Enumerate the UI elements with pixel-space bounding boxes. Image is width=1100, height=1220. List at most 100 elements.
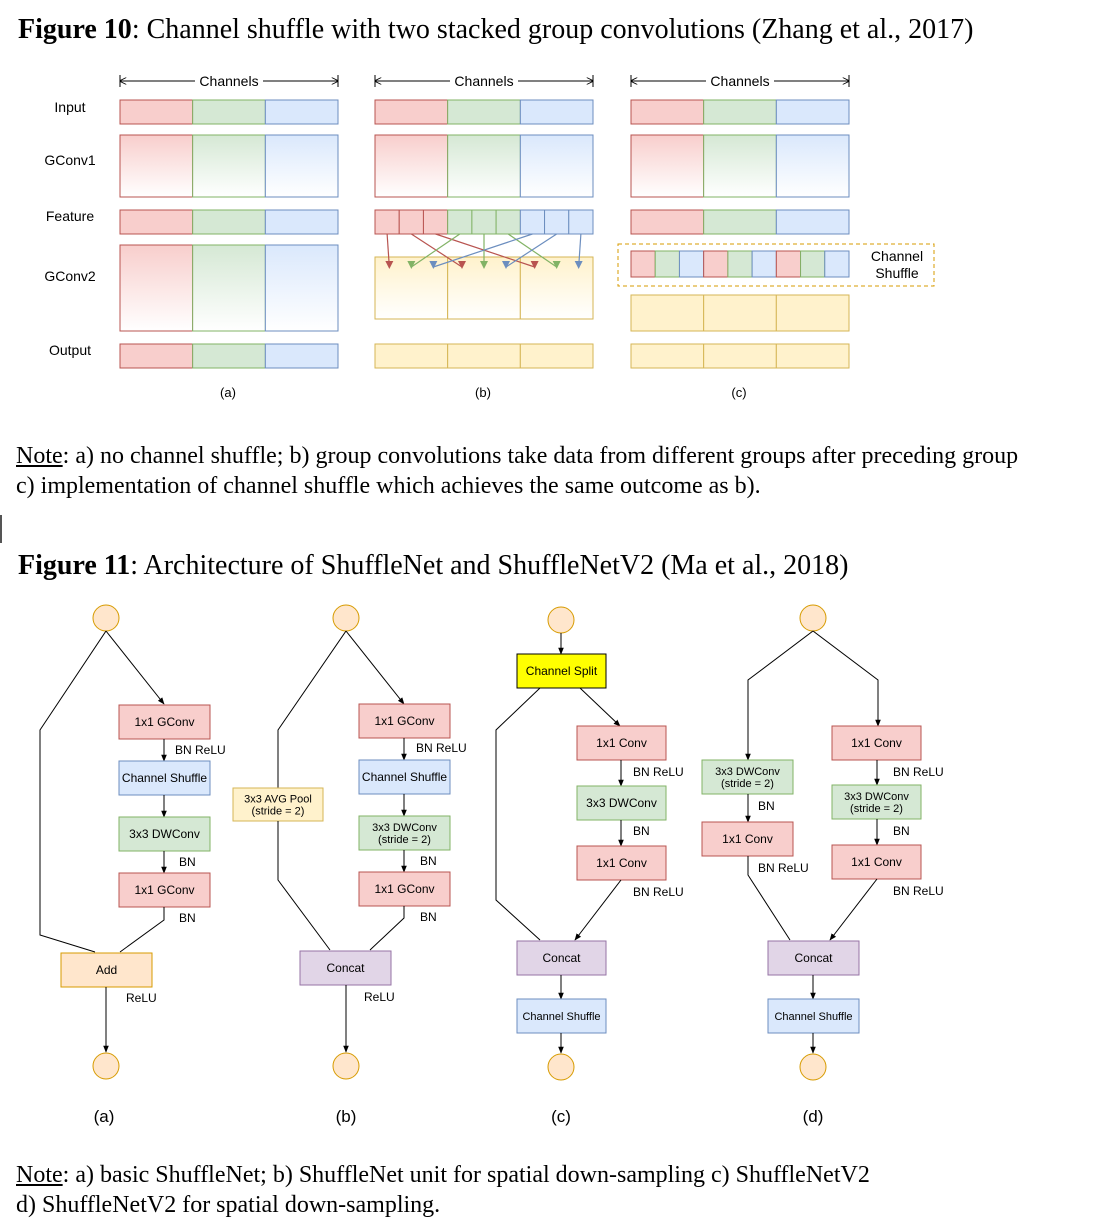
channels-label: Channels [454,73,513,89]
dwconv-box-label: (stride = 2) [378,834,431,846]
gconv2-group [119,244,194,332]
gconv2-group [264,244,339,332]
shuffled-subchannel [751,250,777,278]
feature-group [630,209,705,235]
shuffle-arrowhead [429,261,438,269]
gconv1-group [264,134,339,198]
dwconv-box [118,816,211,852]
input-group [519,99,594,125]
flow-line [277,821,331,951]
annotation: BN ReLU [633,765,684,779]
shuffled-subchannel [824,250,850,278]
concat-box-label: Concat [542,951,581,965]
annotation: BN [179,855,196,869]
output-group [775,343,850,369]
row-label: GConv1 [44,152,96,168]
gconv-box [358,703,451,739]
figure10-note: Note: a) no channel shuffle; b) group co… [16,411,1018,501]
output-node [92,1052,120,1080]
flow-arrow [345,630,405,705]
channels-label: Channels [710,73,769,89]
figure10-note-text: : a) no channel shuffle; b) group convol… [16,443,1019,499]
panel-label: (a) [94,1107,115,1126]
gconv1-group [775,134,850,198]
concat-box [767,940,860,976]
gconv-box-label: 1x1 GConv [374,714,434,728]
feature-subchannel [398,209,424,235]
input-group [374,99,449,125]
figure10-note-label: Note [16,443,63,469]
input-group [630,99,705,125]
row-label: Feature [46,208,94,224]
channel-shuffle-box-label: Channel Shuffle [522,1011,600,1023]
input-group [447,99,521,125]
output-group [630,343,705,369]
dwconv-box [701,759,794,795]
conv-box [831,725,922,761]
shuffle-arrowhead [480,261,488,269]
input-group [447,99,521,125]
gconv2-group [703,294,777,332]
shuffle-arrowhead [407,261,416,269]
output-node [332,1052,360,1080]
flow-arrow [812,630,881,727]
annotation: BN [179,911,196,925]
gconv1-group [447,134,521,198]
gconv1-group [519,134,594,198]
channel-shuffle-box [118,760,211,796]
feature-subchannel [568,209,594,235]
shuffle-arrowhead [502,261,510,269]
avgpool-box-label: (stride = 2) [252,806,305,818]
ruler-label-bg [450,72,518,88]
feature-subchannel [495,209,521,235]
figure10-title-label: Figure 10 [18,14,132,45]
dwconv-box-label: (stride = 2) [850,803,903,815]
gconv-box [118,704,211,740]
concat-box-label: Concat [794,951,833,965]
gconv1-group [192,134,266,198]
channel-split-box [516,653,607,689]
concat-box [516,940,607,976]
shuffled-subchannel [775,250,802,278]
gconv1-group [630,134,705,198]
flow-line [119,907,165,953]
channel-shuffle-box-label: Channel Shuffle [774,1011,852,1023]
annotation: BN [633,824,650,838]
shuffle-arrow [410,233,461,268]
feature-subchannel [422,209,449,235]
shuffle-arrowhead [552,261,561,269]
dwconv-box-label: (stride = 2) [721,778,774,790]
shortcut-path [495,687,541,941]
conv-box-label: 1x1 Conv [851,855,902,869]
figure10-diagram: InputGConv1FeatureGConv2OutputChannels(a… [44,72,935,400]
output-group [630,343,705,369]
output-group [192,343,266,369]
shuffle-arrow [411,233,463,268]
gconv-box-label: 1x1 GConv [134,715,194,729]
channel-shuffle-box-label: Channel Shuffle [122,771,208,785]
row-label: Output [49,342,91,358]
annotation: BN [420,910,437,924]
shuffled-subchannel [654,250,680,278]
feature-group [264,209,339,235]
shuffled-subchannel [751,250,777,278]
flow-arrow [105,630,165,705]
annotation: BN ReLU [633,885,684,899]
output-group [264,343,339,369]
gconv2-group [374,256,449,320]
figure10-title-text: : Channel shuffle with two stacked group… [131,14,974,45]
feature-group [703,209,777,235]
input-group [775,99,850,125]
shuffled-subchannel [800,250,826,278]
panel-label: (c) [731,385,746,400]
add-box-label: Add [96,963,117,977]
input-node [332,604,360,632]
dwconv-box [831,784,922,820]
channel-shuffle-box [617,243,935,287]
gconv-box [358,871,451,907]
channel-shuffle-label: Shuffle [875,265,919,281]
feature-subchannel [471,209,497,235]
feature-subchannel [544,209,570,235]
figure11-note: Note: a) basic ShuffleNet; b) ShuffleNet… [16,1130,870,1220]
annotation: BN ReLU [175,743,226,757]
